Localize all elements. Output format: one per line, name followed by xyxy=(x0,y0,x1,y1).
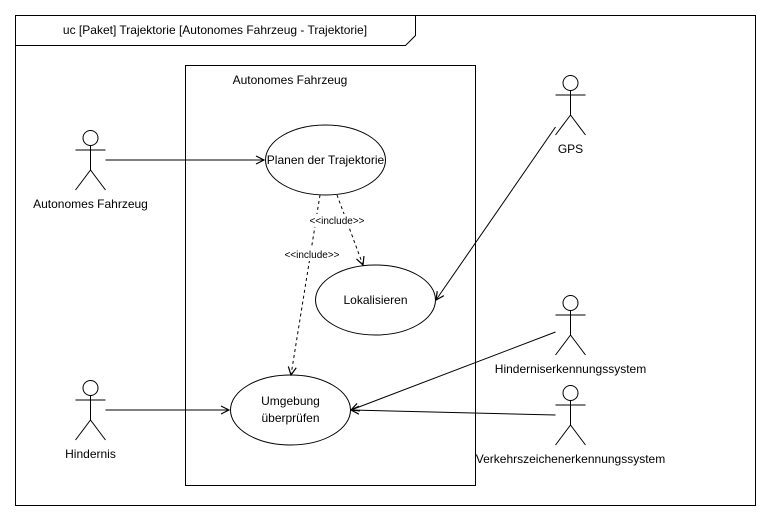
include-label-1: <<include>> xyxy=(299,214,375,227)
frame-title: uc [Paket] Trajektorie [Autonomes Fahrze… xyxy=(63,23,367,37)
use-case-planen[interactable]: Planen der Trajektorie xyxy=(265,124,386,196)
actor-verkehrszeichenerkennungssystem[interactable] xyxy=(555,385,586,446)
actor-label: Hinderniserkennungssystem xyxy=(495,362,646,376)
system-boundary: Autonomes Fahrzeug xyxy=(185,65,476,486)
diagram-frame: uc [Paket] Trajektorie [Autonomes Fahrze… xyxy=(15,15,756,506)
association-hinderniserkennung-umgebung xyxy=(351,331,556,410)
system-name: Autonomes Fahrzeug xyxy=(233,73,348,87)
use-case-label-line1: Umgebung xyxy=(261,394,320,408)
actor-autonomes-fahrzeug[interactable] xyxy=(75,130,106,191)
include-label: <<include>> xyxy=(284,250,339,261)
actor-hinderniserkennungssystem[interactable] xyxy=(555,295,586,356)
actor-label: Autonomes Fahrzeug xyxy=(33,197,148,211)
include-planen-lokalisieren xyxy=(336,194,363,265)
use-case-umgebung[interactable]: Umgebung überprüfen xyxy=(230,374,351,446)
use-case-label: Lokalisieren xyxy=(343,293,407,307)
actor-label: Hindernis xyxy=(65,447,116,461)
association-verkehrszeichen-umgebung xyxy=(351,410,556,416)
use-case-label-line2: überprüfen xyxy=(261,411,319,425)
associations xyxy=(105,126,556,416)
use-case-label: Planen der Trajektorie xyxy=(267,153,385,167)
frame-title-tab xyxy=(15,15,416,46)
use-case-lokalisieren[interactable]: Lokalisieren xyxy=(315,264,436,336)
include-label-2: <<include>> xyxy=(281,248,344,261)
actor-label: Verkehrszeichenerkennungssystem xyxy=(476,452,665,466)
association-gps-lokalisieren xyxy=(436,126,556,300)
actor-gps[interactable] xyxy=(555,75,586,136)
actor-hindernis[interactable] xyxy=(75,380,106,441)
actor-label: GPS xyxy=(558,142,583,156)
include-label: <<include>> xyxy=(309,216,364,227)
